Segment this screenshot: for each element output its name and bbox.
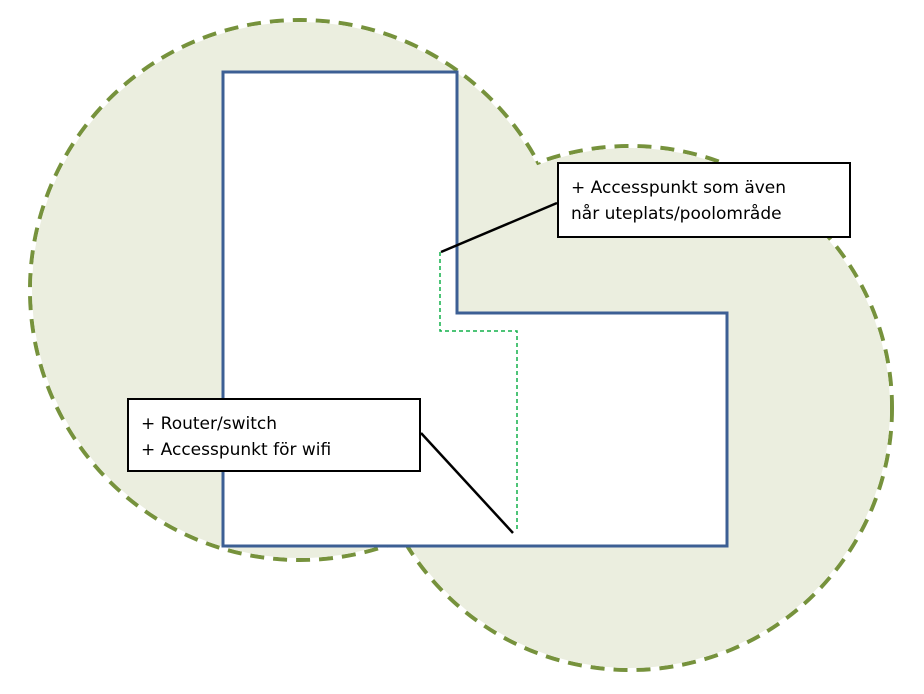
callout-top-line-1: + Accesspunkt som även — [571, 178, 787, 198]
leader-line-top — [440, 201, 558, 254]
callout-top-line-2: når uteplats/poolområde — [571, 204, 782, 224]
coverage-area-outdoor-stroke — [366, 144, 894, 672]
interior-zone-boundary — [439, 252, 518, 530]
leader-line-bottom — [420, 432, 514, 534]
callout-bottom-line-2: + Accesspunkt för wifi — [141, 440, 332, 460]
callout-router-access-point: + Router/switch + Accesspunkt för wifi — [127, 398, 421, 472]
callout-bottom-line-1: + Router/switch — [141, 414, 277, 434]
callout-outdoor-access-point: + Accesspunkt som även når uteplats/pool… — [557, 162, 851, 238]
